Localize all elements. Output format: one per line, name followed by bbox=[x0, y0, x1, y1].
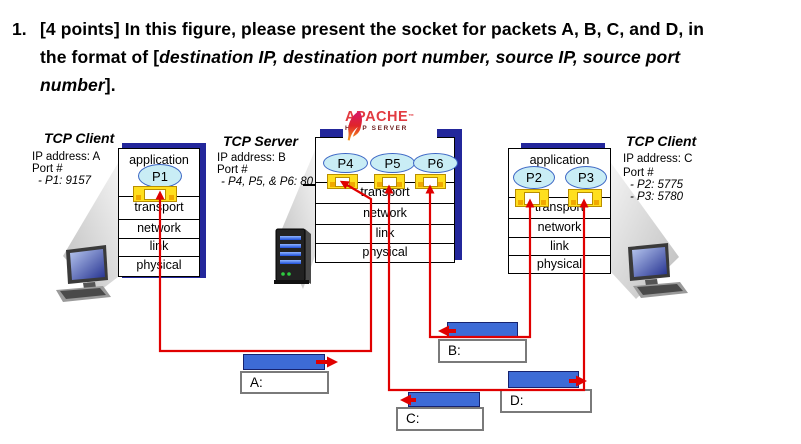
right-client-stack-box: application P2 P3 transport network link… bbox=[508, 148, 611, 274]
server-port-line: - P4, P5, & P6: 80 bbox=[221, 176, 314, 188]
server-title: TCP Server bbox=[223, 133, 298, 149]
layer-row-network: network bbox=[316, 203, 454, 224]
packet-a-label: A: bbox=[250, 375, 263, 390]
question-line-3: number]. bbox=[40, 75, 116, 95]
question-text: [4 points] In this figure, please presen… bbox=[40, 15, 770, 99]
packet-d-label-box: D: bbox=[500, 389, 592, 413]
question-line-1: [4 points] In this figure, please presen… bbox=[40, 19, 705, 39]
layer-label-application: application bbox=[529, 153, 590, 167]
question-number: 1. bbox=[12, 19, 27, 39]
process-oval-p5: P5 bbox=[370, 153, 415, 173]
socket-icon-p4 bbox=[327, 174, 358, 189]
process-oval-p4: P4 bbox=[323, 153, 368, 173]
question-line-2: the format of [destination IP, destinati… bbox=[40, 47, 681, 67]
socket-icon-p1 bbox=[133, 186, 177, 202]
left-client-title: TCP Client bbox=[44, 130, 115, 146]
server-port-heading: Port # bbox=[217, 164, 248, 176]
process-oval-p1: P1 bbox=[138, 164, 182, 188]
layer-row-link: link bbox=[316, 224, 454, 243]
socket-icon-p6 bbox=[415, 174, 446, 189]
layer-row-network: network bbox=[509, 218, 610, 237]
socket-icon-p2 bbox=[515, 189, 549, 207]
server-ip: IP address: B bbox=[217, 152, 286, 164]
layer-label-application: application bbox=[129, 153, 189, 167]
layer-row-network: network bbox=[119, 218, 199, 238]
packet-c-label: C: bbox=[406, 411, 420, 426]
packet-a-label-box: A: bbox=[240, 371, 329, 394]
apache-feather-icon bbox=[347, 110, 362, 141]
left-client-port-line: - P1: 9157 bbox=[38, 175, 92, 187]
packet-a-rect bbox=[243, 354, 325, 370]
left-client-computer-icon bbox=[56, 245, 111, 302]
packet-c-label-box: C: bbox=[396, 407, 484, 431]
left-client-port-heading: Port # bbox=[32, 163, 63, 175]
right-client-port-heading: Port # bbox=[623, 167, 654, 179]
packet-b-label: B: bbox=[448, 343, 461, 358]
packet-b-rect bbox=[447, 322, 518, 338]
left-client-ip: IP address: A bbox=[32, 151, 101, 163]
right-client-ip: IP address: C bbox=[623, 153, 693, 165]
packet-b-label-box: B: bbox=[438, 339, 527, 363]
layer-row-link: link bbox=[509, 237, 610, 255]
apache-logo-subtitle: HTTP SERVER bbox=[345, 125, 408, 132]
packet-c-rect bbox=[408, 392, 480, 407]
apache-logo-trademark: ™ bbox=[408, 114, 415, 120]
packet-d-label: D: bbox=[510, 393, 524, 408]
right-client-computer-icon bbox=[628, 243, 688, 298]
server-stack-box: P4 P5 P6 transport network link physical bbox=[315, 137, 458, 263]
right-client-title: TCP Client bbox=[626, 133, 697, 149]
layer-row-link: link bbox=[119, 237, 199, 256]
port-callout-line bbox=[303, 184, 316, 186]
process-oval-p6: P6 bbox=[413, 153, 458, 173]
layer-row-physical: physical bbox=[119, 255, 199, 275]
layer-row-physical: physical bbox=[316, 243, 454, 263]
left-client-stack-box: application P1 transport network link ph… bbox=[118, 148, 200, 277]
server-tower-icon bbox=[274, 228, 311, 284]
right-client-port-line-p2: - P2: 5775 bbox=[630, 179, 684, 191]
packet-d-rect bbox=[508, 371, 579, 388]
process-oval-p3: P3 bbox=[565, 166, 607, 189]
process-oval-p2: P2 bbox=[513, 166, 555, 189]
apache-http-server-logo: APACHE™ HTTP SERVER bbox=[343, 110, 437, 142]
right-client-port-line-p3: - P3: 5780 bbox=[630, 191, 684, 203]
layer-row-physical: physical bbox=[509, 255, 610, 274]
right-client-box-shadow bbox=[521, 143, 605, 150]
socket-icon-p5 bbox=[374, 174, 405, 189]
socket-icon-p3 bbox=[568, 189, 602, 207]
